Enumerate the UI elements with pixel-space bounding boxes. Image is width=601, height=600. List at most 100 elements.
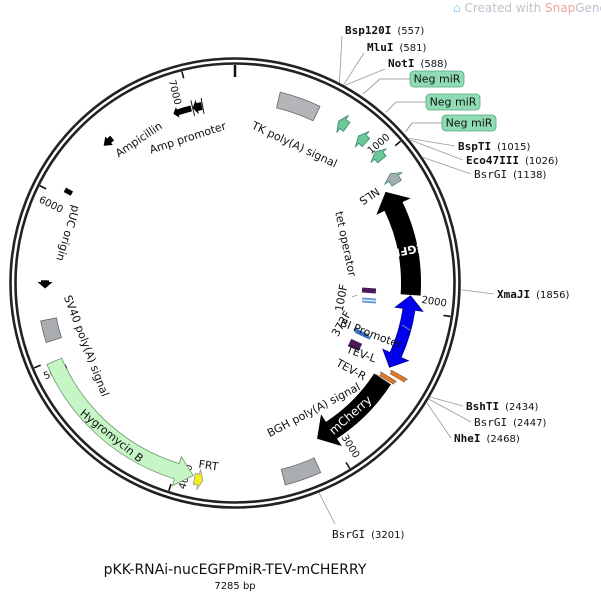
watermark-logo-icon: ⌂ — [453, 1, 461, 15]
site-position: (3201) — [371, 530, 404, 541]
feature-100f-bar-2 — [361, 300, 377, 304]
leader-bi-promoter — [401, 324, 411, 331]
neg-mir-leader — [405, 122, 442, 132]
plasmid-backbone — [9, 57, 461, 509]
site-leader — [339, 35, 343, 83]
feature-tev-l-mark — [389, 370, 407, 383]
plasmid-name: pKK-RNAi-nucEGFPmiR-TEV-mCHERRY — [103, 562, 367, 578]
tick-label: 2000 — [421, 295, 448, 310]
neg-mir-leader — [385, 101, 426, 113]
label-100f: 100F — [333, 283, 351, 312]
feature-bi-promoter-arrow — [382, 295, 424, 368]
leader-tev-r — [375, 373, 390, 384]
site-leader — [428, 398, 472, 423]
site-name: MluI — [367, 41, 394, 54]
neg-mir-label: Neg miR — [414, 73, 461, 86]
site-name: Bsp120I — [345, 24, 391, 37]
feature-neg-mir-arrow — [336, 115, 351, 133]
site-name: BspTI — [458, 140, 491, 153]
feature-puc-origin-end — [63, 187, 74, 196]
label-tet-operator: tet operator — [332, 210, 359, 278]
feature-ampicillin-arrow — [103, 135, 115, 146]
feature-sv40-poly-a-signal-box — [40, 317, 62, 343]
site-position: (1856) — [536, 290, 569, 301]
feature-mcherry-arrow — [317, 373, 391, 447]
tick-mark — [39, 185, 47, 190]
feature-100f-bar — [361, 297, 377, 301]
feature-hygromycin-b-arrow — [46, 357, 194, 487]
label-tk-polya-signal: TK poly(A) signal — [249, 119, 339, 171]
neg-mir-label: Neg miR — [446, 117, 493, 130]
site-position: (1138) — [513, 170, 546, 181]
site-name: Eco47III — [466, 154, 519, 167]
site-name: BshTI — [466, 400, 499, 413]
site-name: BsrGI — [474, 168, 507, 181]
feature-neg-mir-arrow — [370, 148, 387, 164]
snapgene-watermark: ⌂ Created with SnapGene® — [453, 1, 601, 15]
site-leader — [343, 52, 365, 86]
tick-label: 7000 — [166, 79, 183, 106]
site-position: (581) — [400, 43, 427, 54]
neg-mir-label: Neg miR — [430, 96, 477, 109]
site-leader — [426, 402, 452, 439]
leader-100f — [351, 294, 358, 298]
feature-tet-operator-bar — [361, 287, 377, 294]
feature-nls-arrow — [383, 172, 403, 187]
site-label: NotI (588) — [388, 57, 447, 70]
label-hygromycin-b: Hygromycin B — [77, 407, 145, 466]
neg-mir-badge — [425, 93, 481, 111]
feature-tev-r-mark — [379, 372, 396, 385]
tick-mark — [345, 462, 351, 469]
tick-mark — [168, 483, 172, 491]
site-leader — [460, 289, 495, 295]
feature-amp-promoter-bound — [200, 97, 205, 114]
site-leader — [422, 157, 472, 175]
site-leader — [318, 492, 336, 525]
tick-label: 3000 — [339, 433, 362, 460]
site-label: BshTI (2434) — [466, 400, 538, 413]
site-position: (557) — [397, 26, 424, 37]
tick-mark — [394, 140, 402, 147]
site-label: BsrGI (3201) — [332, 528, 404, 541]
site-leader — [408, 137, 456, 147]
feature-bgh-poly-a-signal-box — [280, 457, 322, 486]
site-position: (1026) — [525, 156, 558, 167]
neg-mir-callout: Neg miR — [441, 114, 497, 132]
feature-amp-promoter-bound — [190, 100, 196, 116]
plasmid-length: 7285 bp — [214, 581, 256, 592]
feature-frt-arrow — [192, 469, 204, 491]
site-name: XmaJI — [497, 288, 530, 301]
site-leader — [344, 68, 386, 86]
site-position: (2434) — [505, 402, 538, 413]
neg-mir-badge — [441, 114, 497, 132]
site-position: (2447) — [513, 418, 546, 429]
feature-tk-poly-a-signal-box — [276, 91, 321, 122]
site-label: XmaJI (1856) — [497, 288, 569, 301]
tick-label: 6000 — [37, 195, 65, 216]
feature-372f-bar — [355, 331, 371, 340]
site-leader — [409, 139, 464, 161]
site-name: BsrGI — [332, 528, 365, 541]
label-frt: FRT — [198, 458, 220, 474]
site-name: NheI — [454, 432, 481, 445]
site-position: (2468) — [487, 434, 520, 445]
feature-neg-mir-arrow — [354, 131, 371, 148]
neg-mir-callout: Neg miR — [409, 70, 465, 88]
site-position: (588) — [421, 59, 448, 70]
tick-mark — [181, 71, 185, 79]
neg-mir-badge — [409, 70, 465, 88]
tick-mark — [443, 314, 451, 318]
site-label: BspTI(1015) — [458, 140, 530, 153]
site-label: BsrGI(2447) — [474, 416, 546, 429]
label-egfp: EGFP — [391, 241, 425, 260]
neg-mir-callout: Neg miR — [425, 93, 481, 111]
features — [37, 91, 424, 491]
site-name: NotI — [388, 57, 415, 70]
site-label: MluI (581) — [367, 41, 426, 54]
site-label: NheI (2468) — [454, 432, 520, 445]
site-label: Bsp120I (557) — [345, 24, 424, 37]
feature-amp-promoter-arrow — [192, 99, 203, 115]
backbone-outer-strand — [9, 57, 461, 509]
